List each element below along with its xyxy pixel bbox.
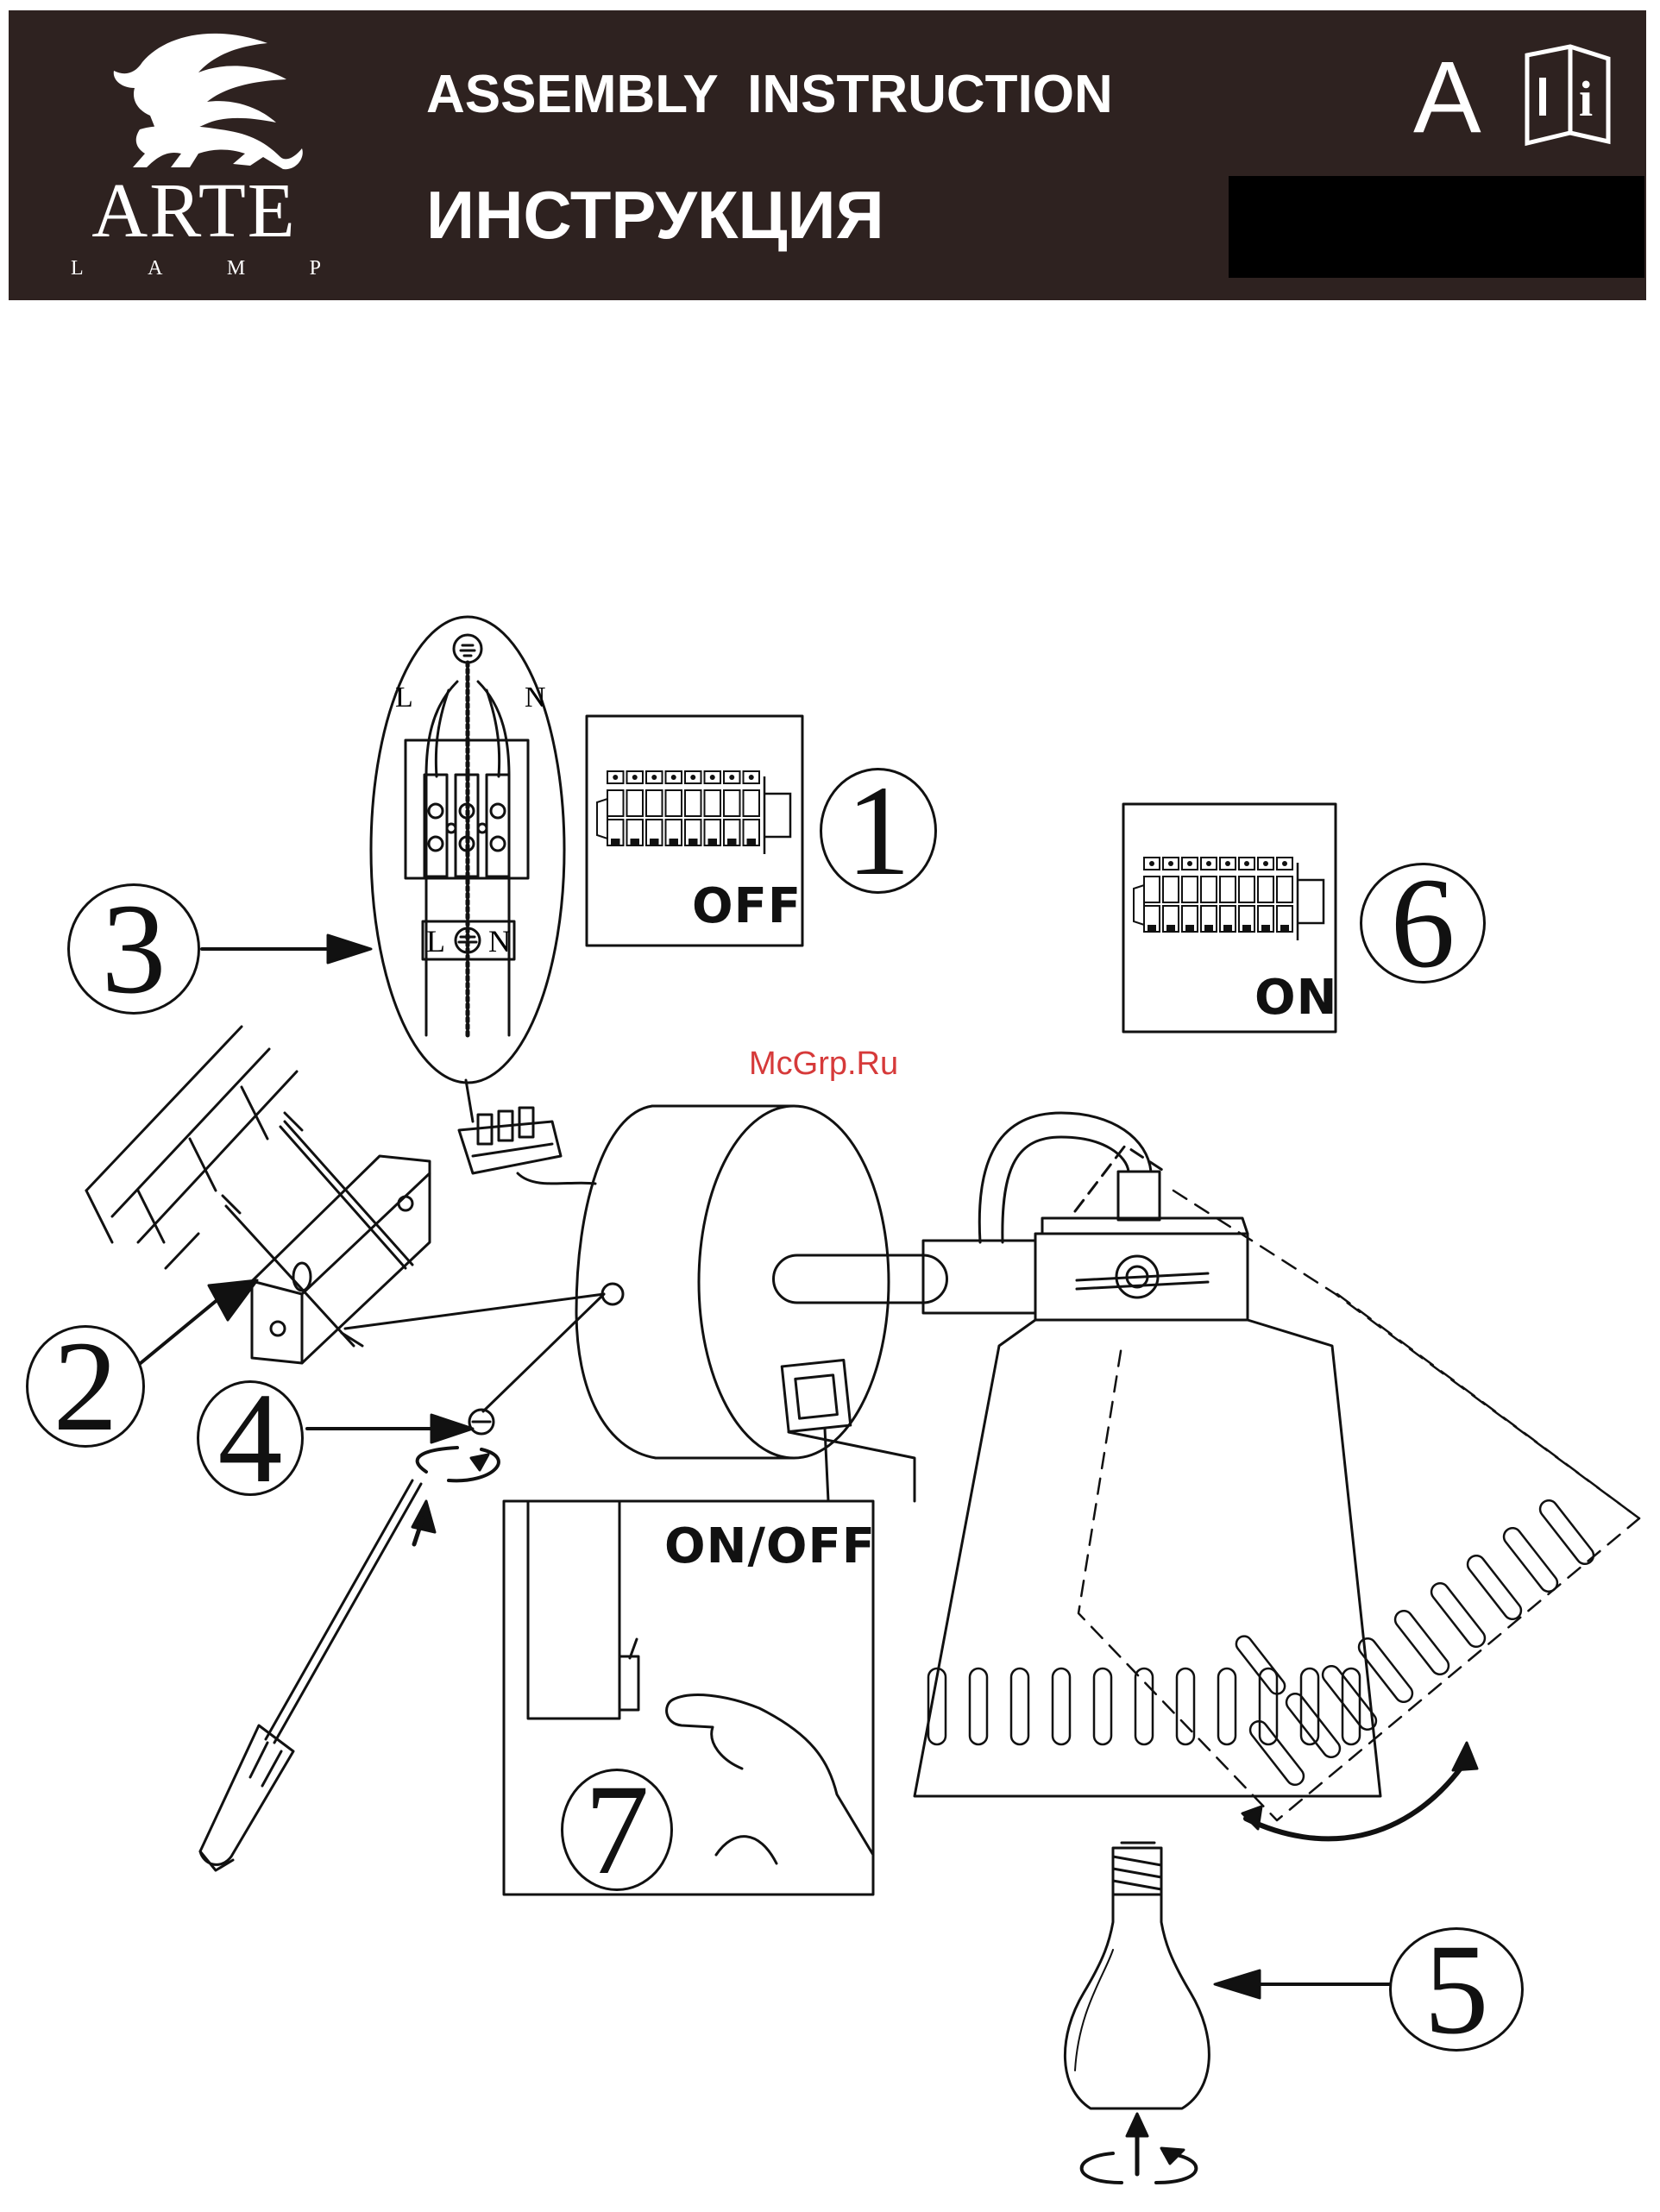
strip-part [631,839,640,845]
wiring-label-n: N [525,682,546,714]
step-5: 5 [1389,1927,1524,2052]
strip-part [1204,925,1213,932]
step-3: 3 [67,883,200,1015]
terminal-strip-on-icon [1129,845,1332,958]
watermark: McGrp.Ru [749,1046,898,1083]
step-1: 1 [820,768,937,894]
strip-part [613,775,618,780]
lamp-shade [915,1320,1380,1796]
strip-part [1134,885,1144,925]
strip-part [749,775,754,780]
strip-part [724,790,740,816]
strip-part [1148,925,1156,932]
strip-part [708,839,718,845]
strip-part [705,790,721,816]
strip-part [1239,877,1254,902]
strip-part [607,790,624,816]
strip-part [1225,861,1230,866]
strip-part [1258,877,1273,902]
strip-part [671,775,676,780]
strip-part [1277,877,1292,902]
strip-part [1166,925,1175,932]
strip-part [597,799,607,839]
strip-part [670,839,679,845]
terminal-strip-off-icon [592,759,799,871]
terminal-block [459,1108,595,1184]
strip-part [710,775,715,780]
strip-part [1220,877,1236,902]
strip-part [666,790,682,816]
strip-part [611,839,620,845]
strip-part [1298,863,1324,940]
tilted-slots [1233,1497,1597,1788]
strip-part [1242,925,1251,932]
strip-part [1280,925,1289,932]
strip-part [764,776,790,854]
strip-part [651,775,657,780]
strip-part [1149,861,1154,866]
strip-part [1201,877,1217,902]
strip-part [1244,861,1249,866]
strip-part [1282,861,1287,866]
step-4: 4 [197,1380,304,1496]
strip-part [1263,861,1268,866]
strip-part [627,790,644,816]
strip-part [1261,925,1270,932]
strip-part [632,775,638,780]
strip-part [747,839,757,845]
wall-hatching [86,1027,297,1268]
on-off-label: ON/OFF [664,1518,876,1574]
step-6: 6 [1360,863,1486,983]
strip-part [1206,861,1211,866]
light-bulb-icon [1065,1843,1209,2108]
strip-part [1163,877,1179,902]
on-label: ON [1254,970,1337,1026]
strip-part [689,839,698,845]
step-7: 7 [561,1769,673,1891]
strip-part [685,790,701,816]
strip-part [1182,877,1198,902]
terminal-label-l: L [426,923,445,959]
strip-part [1144,877,1160,902]
strip-part [1187,861,1192,866]
wall-base [576,1106,889,1458]
off-label: OFF [692,878,802,934]
screw-icon [469,1410,494,1434]
strip-part [690,775,695,780]
strip-part [729,775,734,780]
screwdriver-icon [200,1480,421,1870]
strip-part [646,790,663,816]
terminal-label-n: N [488,923,511,959]
wiring-label-l: L [395,682,413,714]
mounting-bracket [223,1113,430,1363]
strip-part [650,839,659,845]
step-2: 2 [26,1325,145,1448]
strip-part [727,839,737,845]
tilt-arrow-icon [1242,1743,1477,1838]
arm-joint [773,1113,1248,1320]
strip-part [1223,925,1232,932]
strip-part [1168,861,1173,866]
strip-part [1185,925,1194,932]
strip-part [744,790,760,816]
